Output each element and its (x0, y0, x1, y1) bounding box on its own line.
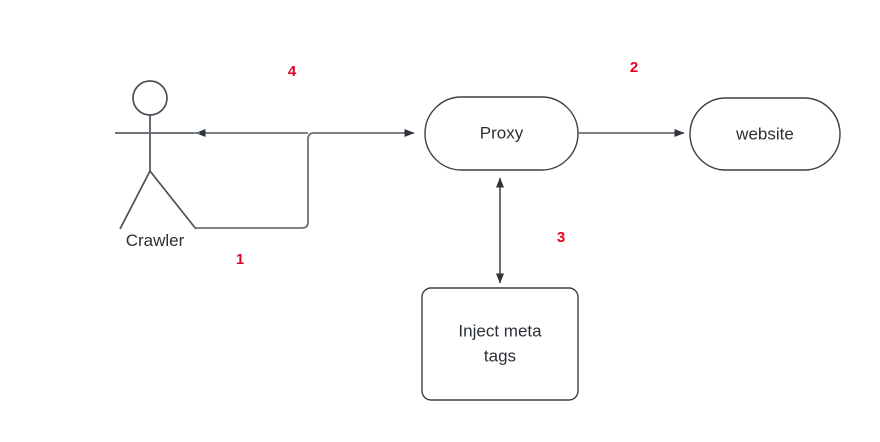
step-label-1: 1 (236, 251, 244, 268)
crawler-head-icon (132, 80, 168, 116)
node-website[interactable]: website (689, 97, 841, 171)
node-inject-meta-tags[interactable]: Inject meta tags (421, 287, 579, 401)
crawler-actor: Crawler (115, 80, 197, 250)
crawler-label: Crawler (126, 231, 185, 250)
node-proxy[interactable]: Proxy (424, 96, 579, 171)
edge-crawler-to-proxy (196, 129, 415, 229)
step-label-3: 3 (557, 229, 565, 246)
proxy-label: Proxy (480, 123, 524, 142)
inject-label-line2: tags (484, 346, 516, 365)
crawler-leg-left (119, 170, 151, 230)
inject-shape (421, 287, 579, 401)
step-label-2: 2 (630, 59, 638, 76)
crawler-leg-right (149, 170, 197, 230)
step-label-4: 4 (288, 63, 297, 80)
website-label: website (735, 124, 794, 143)
website-shape (689, 97, 841, 171)
inject-label-line1: Inject meta (458, 321, 542, 340)
